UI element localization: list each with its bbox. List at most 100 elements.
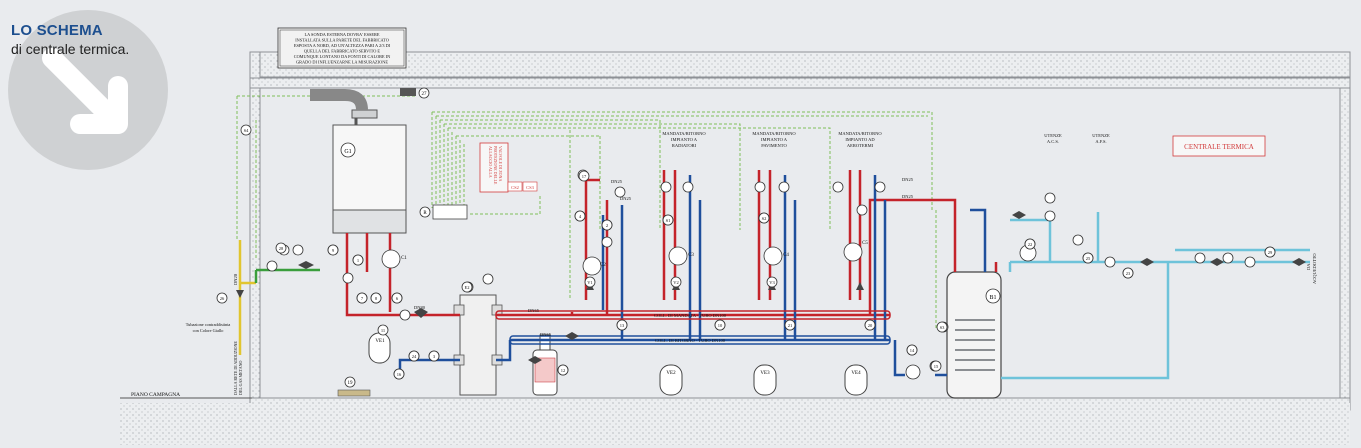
allaccio-line-2: DEL GAS METANO [238, 360, 243, 395]
tag-8: 8 [375, 296, 378, 301]
tag-11: 11 [381, 328, 385, 333]
tag-c2: C2 [600, 263, 606, 268]
dn65-bottom-label: DN65 [540, 332, 552, 337]
expansion-vessel-ve2: VE2 [659, 364, 683, 396]
tag-20: 20 [868, 323, 873, 328]
tag-15: 15 [934, 364, 939, 369]
tag-s3: S3 [940, 325, 946, 330]
acquedotto-line-1: DA [1306, 263, 1311, 270]
zone-labels: MANDATA/RITORNO IMPIANTO A RADIATORI MAN… [662, 131, 1110, 148]
zone-aerotermi-line-2: IMPIANTO AD [845, 137, 875, 142]
utenze-afs-line-1: UTENZE [1092, 133, 1110, 138]
cold-water-pipes [1001, 212, 1310, 380]
tag-22: 22 [1028, 242, 1033, 247]
collector-supply-label: COLL. DI MANDATA - TUBO DN100 [654, 313, 727, 318]
note-line-1: LA SONDA ESTERNA DOVRA' ESSERE [304, 32, 379, 37]
tag-14: 14 [910, 348, 915, 353]
tag-c1: C1 [401, 256, 407, 261]
centrale-box: CENTRALE TERMICA [1172, 135, 1266, 157]
tag-28: 28 [279, 246, 284, 251]
tag-c4: C4 [783, 253, 789, 258]
tag-9: 9 [332, 248, 335, 253]
tag-10: 10 [718, 323, 723, 328]
tag-26: 26 [220, 296, 225, 301]
tag-21: 21 [788, 323, 793, 328]
tag-6: 6 [396, 296, 399, 301]
collector-bars [495, 310, 891, 345]
zone-pavimento-line-3: PAVIMENTO [761, 143, 787, 148]
centrale-label: CENTRALE TERMICA [1184, 143, 1254, 151]
building-walls [120, 51, 1351, 445]
collector-return-label: COLL. DI RITORNO - TUBO DN100 [655, 338, 726, 343]
gas-dn-label: DN20 [233, 273, 238, 285]
tag-r: R [423, 211, 427, 216]
expansion-vessel-ve3: VE3 [753, 364, 777, 396]
zone-radiatori-line-3: RADIATORI [672, 143, 697, 148]
note-line-2: INSTALLATA SULLA PARETE DEL FABBRICATO [295, 38, 389, 43]
note-line-5: COMUNQUE LONTANO DA FONTI DI CALORE IN [294, 54, 391, 59]
zone-pavimento-line-1: MANDATA/RITORNO [752, 131, 796, 136]
red-box-line-2: PROTEZIONE DELLE [493, 146, 498, 185]
tag-v3: V3 [769, 280, 775, 285]
dn25-aero-label: DN25 [902, 177, 914, 182]
tag-v2: V2 [673, 280, 679, 285]
tag-s1: S1 [666, 218, 671, 223]
tag-3: 3 [433, 354, 436, 359]
allaccio-line-1: DALLA RETE DI ADDUZIONE [233, 341, 238, 395]
dn25-aero-ret-label: DN25 [902, 194, 914, 199]
tag-17: 17 [582, 174, 587, 179]
boiler: G1 [310, 89, 407, 234]
tubazione-line-1: Tubazione contraddistinta [186, 322, 231, 327]
red-box-line-1: ALLACCIO ALLA [488, 146, 493, 178]
zone-aerotermi-line-3: AEROTERMI [847, 143, 874, 148]
thermostat-box: R [419, 204, 468, 220]
tubazione-line-2: con Colore Giallo [193, 328, 224, 333]
acquedotto-line-2: ACQUEDOTTO [1312, 253, 1317, 284]
zone-radiatori-line-2: IMPIANTO A [671, 137, 698, 142]
red-zone-box: CS2 CS3 [479, 142, 538, 193]
note-line-4: QUELLA DEL FABBRICATO SERVITO E [304, 49, 381, 54]
piano-campagna-label: PIANO CAMPAGNA [131, 392, 180, 398]
expansion-vessel-ve4: VE4 [844, 364, 868, 396]
tag-e2: E2 [465, 285, 470, 290]
gas-green-line [254, 268, 320, 283]
tag-24: 24 [412, 354, 417, 359]
tag-ve3: VE3 [760, 371, 770, 376]
tag-25: 25 [1086, 256, 1091, 261]
tag-b1: B1 [989, 295, 996, 301]
zone-pavimento-line-2: IMPIANTO A [761, 137, 788, 142]
note-text: LA SONDA ESTERNA DOVRA' ESSERE INSTALLAT… [294, 32, 391, 65]
tag-29: 29 [1268, 250, 1273, 255]
utenze-afs-line-2: A.F.S. [1095, 139, 1106, 144]
bowtie-valves [236, 211, 1306, 364]
tag-c3: C3 [688, 253, 694, 258]
page-title: LO SCHEMA [11, 22, 103, 39]
tag-16: 16 [397, 372, 402, 377]
tag-1: 1 [357, 258, 359, 263]
tag-ve2: VE2 [666, 371, 676, 376]
control-wiring [236, 95, 937, 330]
note-box [277, 27, 407, 69]
tag-v1: V1 [587, 280, 593, 285]
tag-4: 4 [579, 214, 582, 219]
pump-tags: C1 C2 C3 C4 C5 [401, 241, 868, 268]
tag-27: 27 [422, 92, 428, 97]
dn65-top-label: DN65 [528, 308, 540, 313]
tag-13: 13 [620, 323, 625, 328]
utenze-acs-line-2: A.C.S. [1047, 139, 1059, 144]
dn80-label: DN80 [414, 305, 426, 310]
drain-grate: 19 [337, 376, 371, 397]
note-line-3: ESPOSTA A NORD, AD UN'ALTEZZA PARI A 2/3… [294, 43, 391, 49]
tag-ve4: VE4 [851, 371, 861, 376]
tag-c5: C5 [862, 241, 868, 246]
logo-watermark [8, 10, 168, 170]
tag-23: 23 [1126, 271, 1131, 276]
tag-7: 7 [361, 296, 364, 301]
zone-radiatori-line-1: MANDATA/RITORNO [662, 131, 706, 136]
external-probe: 27 [400, 87, 430, 99]
cs2-label: CS2 [511, 185, 519, 190]
cs3-label: CS3 [526, 185, 535, 190]
pipe-labels: COLL. DI MANDATA - TUBO DN100 COLL. DI R… [233, 177, 1317, 395]
